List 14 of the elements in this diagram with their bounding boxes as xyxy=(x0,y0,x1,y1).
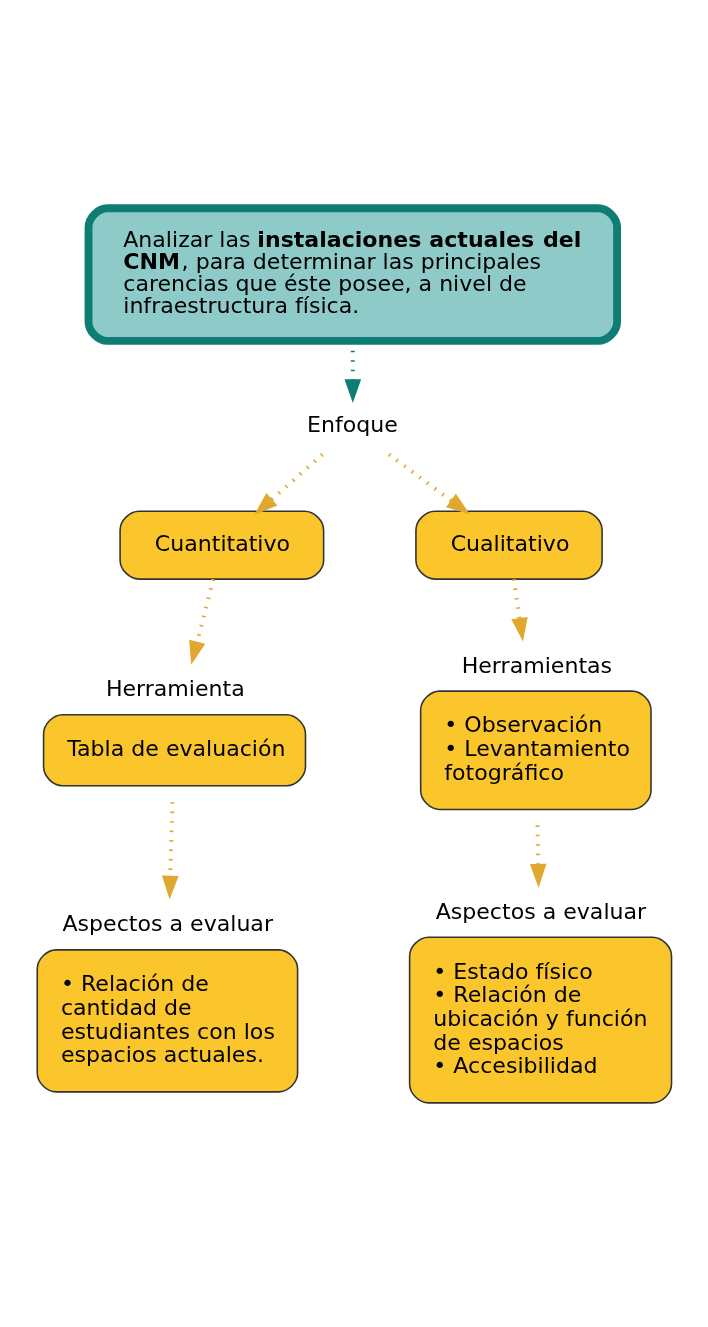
node-box: Analizar las instalaciones actuales del CNM, para determinar las principales carencias que éste posee, a nivel de infraestructura física. xyxy=(84,204,622,345)
arrow xyxy=(189,578,216,665)
node-label: Herramientas xyxy=(461,652,613,678)
arrow xyxy=(511,579,528,642)
node-label: Aspectos a evaluar xyxy=(435,898,647,924)
node-text: Enfoque xyxy=(307,411,398,437)
arrow xyxy=(162,802,179,900)
node-label: Aspectos a evaluar xyxy=(62,911,274,937)
node-box: Cuantitativo xyxy=(119,510,325,580)
node-box: Cualitativo xyxy=(415,510,603,580)
arrow xyxy=(529,825,547,888)
arrow xyxy=(387,452,470,515)
arrow xyxy=(254,453,324,515)
node-label: Herramienta xyxy=(105,676,245,702)
